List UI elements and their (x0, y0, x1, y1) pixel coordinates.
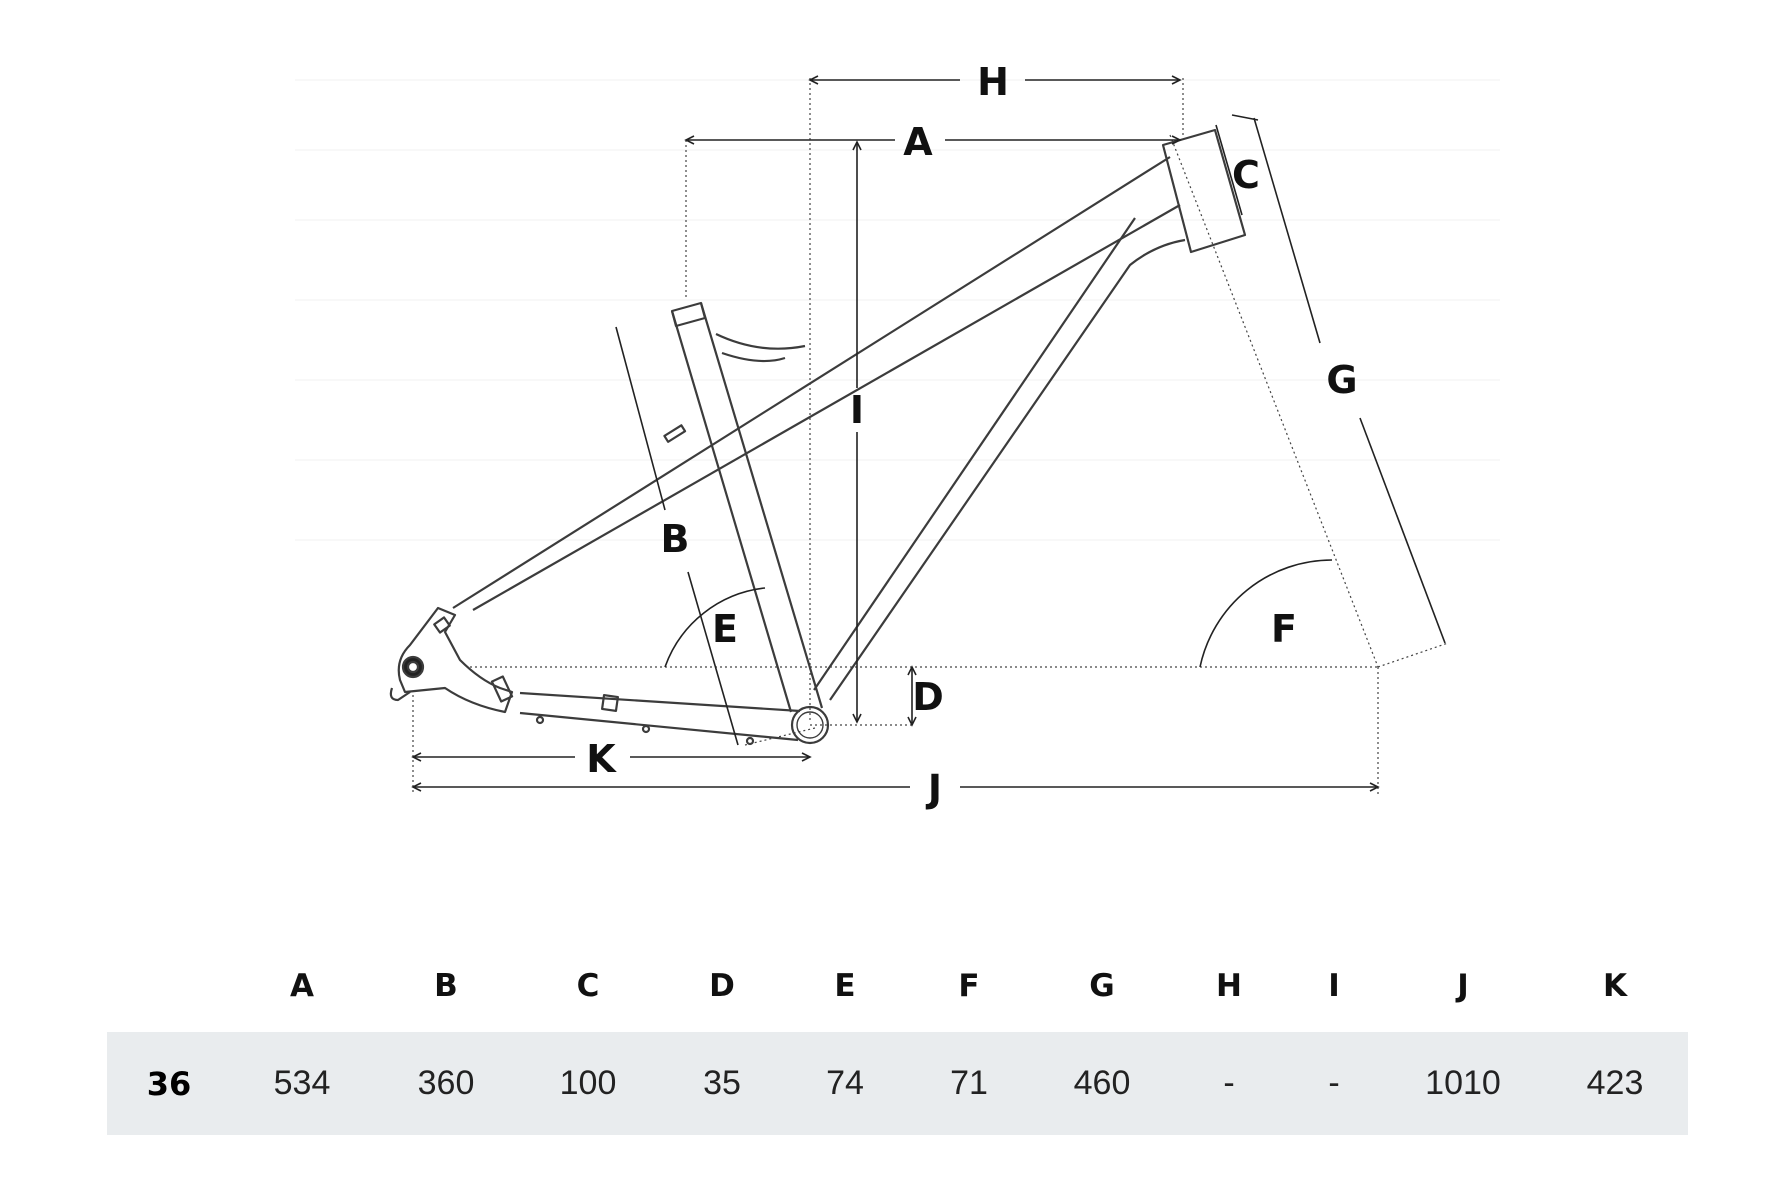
head-tube (1161, 128, 1247, 254)
label-h: H (977, 60, 1009, 104)
label-d: D (912, 675, 944, 719)
bike-frame (389, 128, 1247, 746)
geometry-table-header: A B C D E F G H I J K (107, 945, 1688, 1027)
label-f: F (1271, 607, 1297, 651)
header-a: A (290, 968, 314, 1004)
header-g: G (1089, 968, 1115, 1004)
value-k: 423 (1586, 1064, 1644, 1102)
value-i: - (1328, 1064, 1340, 1102)
value-d: 35 (703, 1064, 741, 1102)
geometry-table: A B C D E F G H I J K 36 534 360 100 35 … (107, 945, 1688, 1135)
rear-dropout (397, 606, 514, 714)
top-tube (452, 156, 1171, 609)
size-cell: 36 (146, 1064, 192, 1103)
label-k: K (586, 737, 617, 781)
dimension-labels: H A C G I B E F D K J (586, 60, 1357, 811)
label-j: J (925, 767, 942, 811)
down-tube (813, 217, 1136, 691)
header-k: K (1602, 968, 1628, 1004)
label-b: B (661, 517, 690, 561)
table-row: 36 534 360 100 35 74 71 460 - - 1010 423 (107, 1032, 1688, 1135)
header-e: E (834, 968, 856, 1004)
label-e: E (712, 607, 738, 651)
header-d: D (709, 968, 735, 1004)
header-h: H (1216, 968, 1242, 1004)
header-j: J (1457, 968, 1469, 1004)
bottom-bracket (790, 705, 830, 745)
header-f: F (958, 968, 980, 1004)
label-g: G (1326, 358, 1357, 402)
construction-lines (412, 78, 1449, 795)
value-j: 1010 (1425, 1064, 1501, 1102)
value-e: 74 (826, 1064, 864, 1102)
label-a: A (903, 120, 933, 164)
seat-tube (670, 310, 793, 713)
value-b: 360 (417, 1064, 475, 1102)
chain-stay (519, 691, 801, 713)
value-g: 460 (1073, 1064, 1131, 1102)
background-guides (295, 79, 1500, 541)
value-h: - (1223, 1064, 1235, 1102)
value-a: 534 (273, 1064, 331, 1102)
label-i: I (850, 388, 864, 432)
bike-frame-geometry-diagram: H A C G I B E F D K J (295, 60, 1500, 811)
dimension-lines (411, 75, 1446, 792)
label-c: C (1232, 153, 1260, 197)
value-f: 71 (950, 1064, 988, 1102)
header-b: B (434, 968, 458, 1004)
header-i: I (1328, 968, 1340, 1004)
value-c: 100 (559, 1064, 617, 1102)
header-c: C (576, 968, 600, 1004)
